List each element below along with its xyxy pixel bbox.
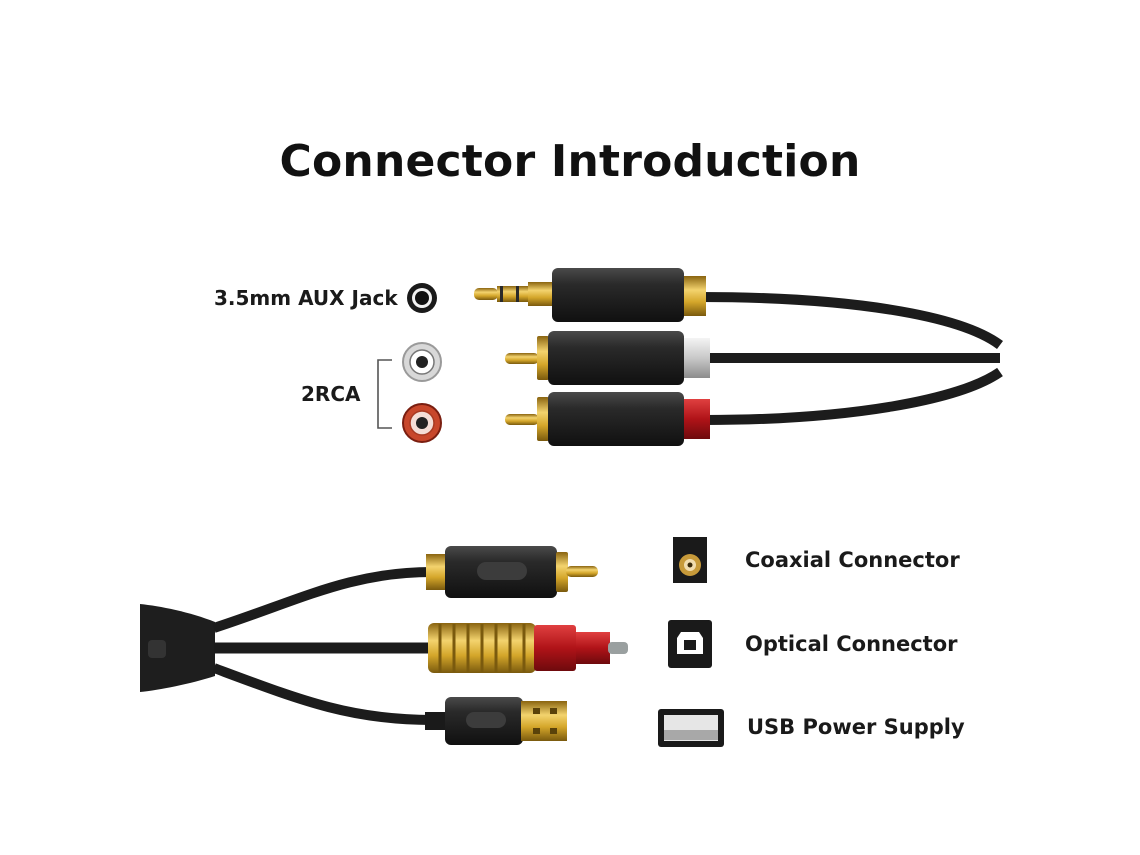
rca-white-port-icon: [402, 342, 442, 382]
usb-port-icon: [658, 709, 724, 747]
aux-jack-port-icon: [407, 283, 437, 313]
rca-red-plug: [505, 392, 710, 446]
optical-label: Optical Connector: [745, 632, 958, 656]
bottom-cables: [140, 567, 433, 725]
usb-plug: [425, 697, 567, 745]
usb-label: USB Power Supply: [747, 715, 965, 739]
top-cables: [699, 292, 1003, 425]
coaxial-plug: [426, 546, 598, 598]
page-title: Connector Introduction: [279, 136, 861, 187]
aux-plug: [474, 268, 706, 322]
coaxial-port-icon: [673, 537, 707, 583]
rca-red-port-icon: [402, 403, 442, 443]
rca-label: 2RCA: [301, 382, 361, 406]
optical-port-icon: [668, 620, 712, 668]
optical-plug: [428, 623, 628, 673]
rca-white-plug: [505, 331, 710, 385]
rca-bracket: [377, 359, 392, 429]
coaxial-label: Coaxial Connector: [745, 548, 960, 572]
aux-jack-label: 3.5mm AUX Jack: [214, 286, 398, 310]
